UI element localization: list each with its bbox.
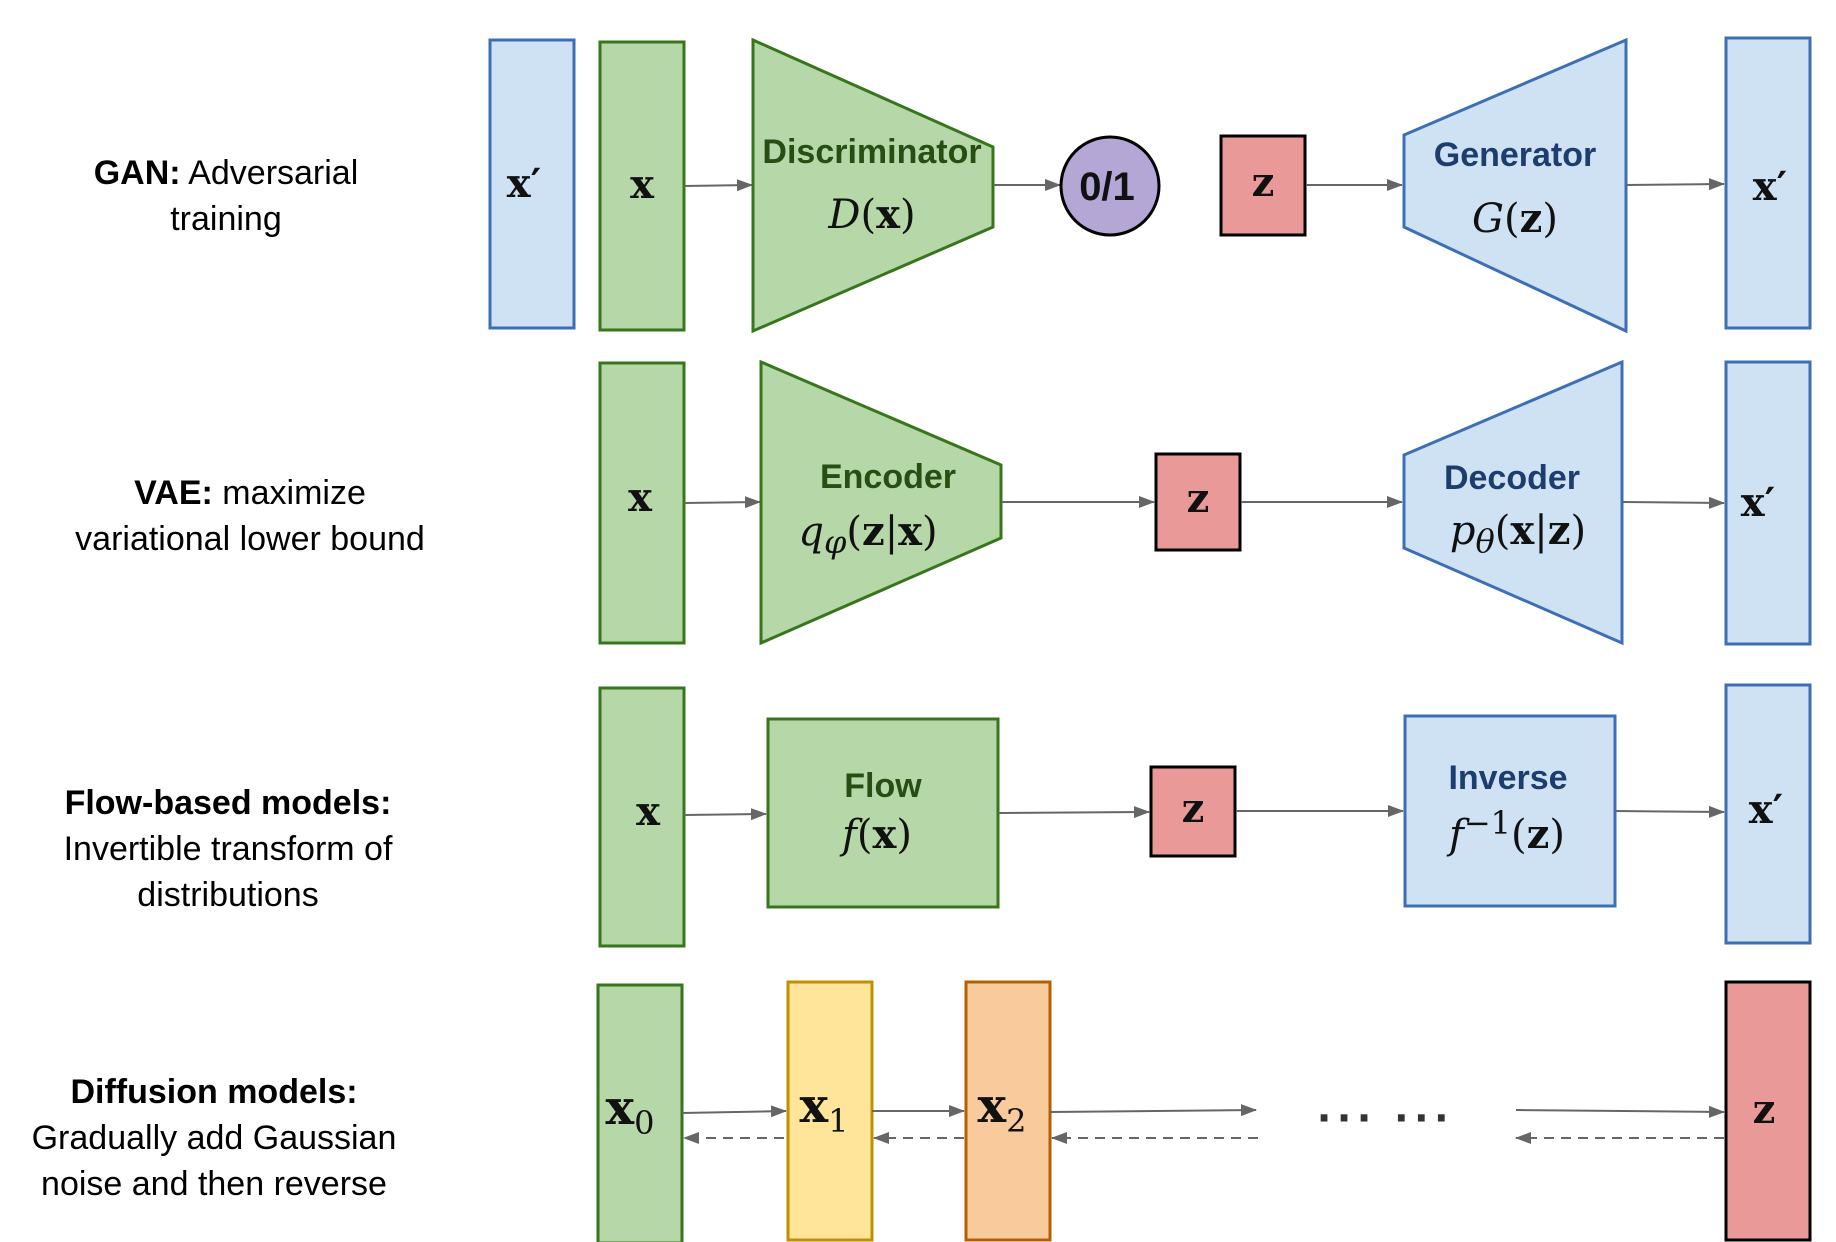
vae-z-block xyxy=(1154,452,1242,552)
inverse-block xyxy=(1403,714,1617,908)
vae-x-prime-label: x′ xyxy=(1741,479,1775,526)
inverse-title: Inverse xyxy=(1448,759,1567,797)
diffusion-x2-block xyxy=(964,980,1052,1242)
gan-x-prime-input-label: x′ xyxy=(507,160,541,207)
gan-arrow-generator-to-output xyxy=(1625,178,1725,191)
diffusion-z-block xyxy=(1724,980,1812,1242)
encoder-trapezoid xyxy=(759,359,1003,646)
flow-z-label: z xyxy=(1182,785,1205,832)
flow-label-line1: Flow-based models: xyxy=(65,784,392,822)
gan-label-line1: GAN: Adversarial xyxy=(94,154,359,192)
diffusion-label-line3: noise and then reverse xyxy=(41,1165,387,1203)
vae-x-prime-block xyxy=(1724,360,1812,646)
vae-arrow-decoder-to-output xyxy=(1621,496,1725,509)
gan-x-label: x xyxy=(630,161,655,208)
flow-arrow-flow-to-z xyxy=(997,806,1150,819)
gan-x-block xyxy=(598,40,686,332)
flow-x-prime-label: x′ xyxy=(1749,786,1783,833)
gan-z-label: z xyxy=(1252,159,1275,206)
flow-x-block xyxy=(598,686,686,948)
diffusion-row: Diffusion models: Gradually add Gaussian… xyxy=(32,980,1812,1242)
gan-output-circle xyxy=(1059,135,1161,237)
diffusion-label-line1: Diffusion models: xyxy=(70,1073,357,1111)
generator-trapezoid xyxy=(1402,37,1628,334)
inverse-formula: f−1(z) xyxy=(1446,804,1565,858)
diffusion-ellipsis: ··· ··· xyxy=(1317,1092,1454,1145)
vae-x-block xyxy=(598,361,686,645)
diffusion-x0-block xyxy=(596,983,684,1242)
gan-output-label: 0/1 xyxy=(1079,165,1135,209)
diffusion-x2-label: x2 xyxy=(978,1078,1027,1140)
diffusion-x1-block xyxy=(786,980,874,1242)
vae-label-line2: variational lower bound xyxy=(75,520,425,558)
encoder-title: Encoder xyxy=(820,458,956,496)
gan-label-line2: training xyxy=(170,200,282,238)
discriminator-trapezoid xyxy=(751,37,995,334)
diffusion-forward-arrow-dots-z xyxy=(1515,1105,1725,1118)
vae-arrow-x-to-encoder xyxy=(683,496,761,509)
diffusion-z-label: z xyxy=(1753,1086,1776,1133)
flow-label-line3: distributions xyxy=(137,876,318,914)
flow-z-block xyxy=(1149,765,1237,858)
flow-arrow-inverse-to-output xyxy=(1614,805,1725,818)
vae-row: VAE: maximize variational lower bound x … xyxy=(75,359,1812,646)
flow-title: Flow xyxy=(844,767,922,805)
diffusion-forward-arrow-2-dots xyxy=(1049,1104,1257,1117)
gan-arrow-x-to-discriminator xyxy=(683,179,753,192)
generator-formula: G(z) xyxy=(1472,195,1558,242)
vae-label-line1: VAE: maximize xyxy=(134,474,366,512)
gan-x-prime-output-label: x′ xyxy=(1753,163,1787,210)
diffusion-x1-label: x1 xyxy=(800,1078,849,1140)
discriminator-title: Discriminator xyxy=(762,133,981,171)
vae-x-label: x xyxy=(628,474,653,521)
diffusion-forward-arrow-0-1 xyxy=(681,1105,787,1118)
decoder-trapezoid xyxy=(1402,359,1624,646)
flow-formula: f(x) xyxy=(839,811,912,858)
diffusion-label-line2: Gradually add Gaussian xyxy=(32,1119,397,1157)
gan-x-prime-input-block xyxy=(488,38,576,330)
flow-block xyxy=(766,717,1000,909)
discriminator-formula: D(x) xyxy=(827,191,915,238)
gan-x-prime-output-block xyxy=(1724,36,1812,330)
flow-row: Flow-based models: Invertible transform … xyxy=(64,683,1812,948)
diffusion-x0-label: x0 xyxy=(606,1080,655,1142)
flow-arrow-x-to-flow xyxy=(683,808,767,821)
decoder-formula: pθ(x|z) xyxy=(1450,507,1586,560)
generator-title: Generator xyxy=(1434,136,1597,174)
flow-x-prime-block xyxy=(1724,683,1812,945)
encoder-formula: qφ(z|x) xyxy=(798,508,937,561)
gan-z-block xyxy=(1219,134,1307,237)
flow-x-label: x xyxy=(636,788,661,835)
flow-label-line2: Invertible transform of xyxy=(64,830,393,868)
vae-z-label: z xyxy=(1187,475,1210,522)
gan-row: GAN: Adversarial training x′ x Discrimin… xyxy=(94,36,1812,334)
decoder-title: Decoder xyxy=(1444,459,1580,497)
